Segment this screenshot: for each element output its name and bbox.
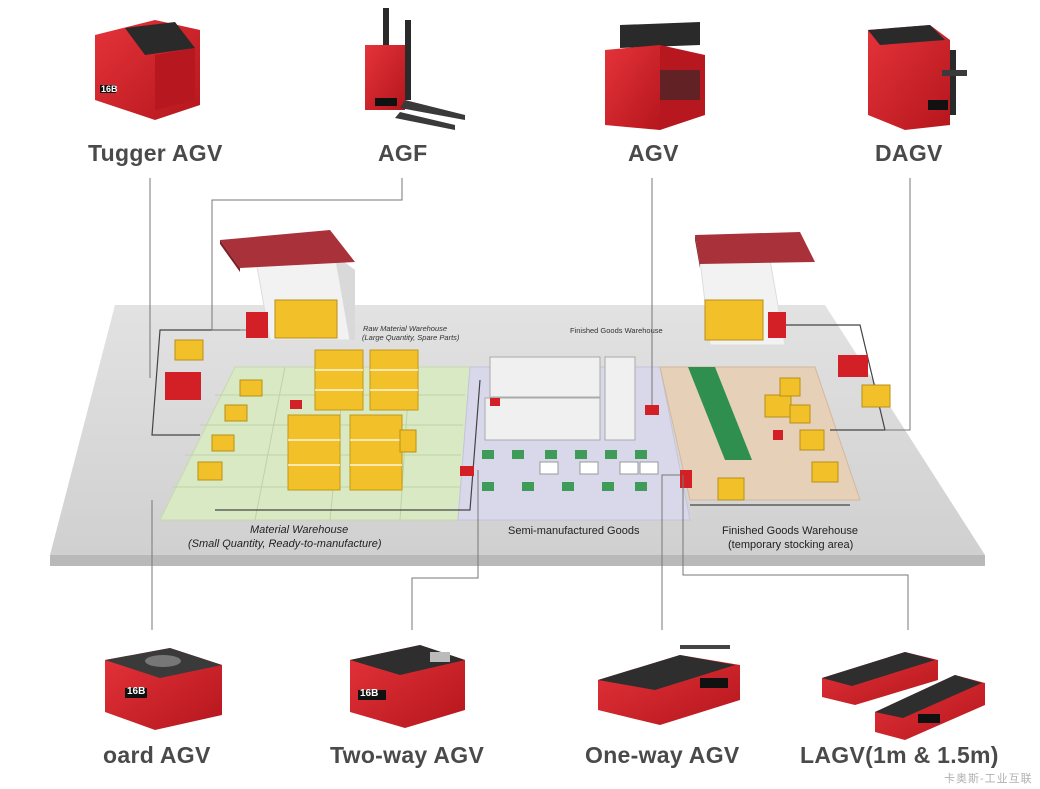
semi-manufactured-label: Semi-manufactured Goods — [508, 525, 640, 537]
callout-lines — [149, 178, 911, 630]
label-one-way-agv: One-way AGV — [585, 742, 740, 768]
finished-goods-subtitle: (temporary stocking area) — [728, 539, 854, 551]
floor-agvs — [165, 312, 868, 488]
loose-crates — [174, 339, 891, 501]
lagv-image — [822, 652, 985, 740]
brand-mark-board: 16B — [127, 686, 146, 697]
label-tugger-agv: Tugger AGV — [88, 140, 223, 166]
agf-image — [365, 8, 465, 130]
finished-goods-shed — [695, 232, 815, 346]
agv-image — [605, 22, 705, 130]
workbenches — [539, 461, 659, 475]
dagv-image — [868, 25, 967, 130]
raw-material-title: Raw Material Warehouse — [363, 324, 448, 333]
conveyor-belt — [688, 367, 752, 460]
label-board-agv: oard AGV — [103, 742, 211, 768]
raw-material-subtitle: (Large Quantity, Spare Parts) — [362, 333, 460, 342]
label-lagv: LAGV(1m & 1.5m) — [800, 742, 999, 768]
raw-material-shed — [220, 230, 355, 341]
label-agf: AGF — [378, 140, 428, 166]
two-way-agv-image — [350, 645, 465, 728]
agv-route-lines — [151, 324, 886, 511]
finished-goods-top-label: Finished Goods Warehouse — [570, 326, 663, 335]
label-dagv: DAGV — [875, 140, 943, 166]
label-two-way-agv: Two-way AGV — [330, 742, 485, 768]
watermark: 卡奥斯-工业互联 — [944, 773, 1033, 785]
finished-goods-title: Finished Goods Warehouse — [722, 525, 858, 537]
production-machines — [484, 356, 636, 441]
brand-mark-tugger: 16B — [101, 84, 118, 94]
one-way-agv-image — [598, 645, 740, 725]
material-warehouse-title: Material Warehouse — [250, 524, 349, 536]
storage-racks — [287, 349, 419, 491]
material-warehouse-subtitle: (Small Quantity, Ready-to-manufacture) — [188, 538, 382, 550]
tugger-agv-image — [95, 20, 200, 120]
label-agv: AGV — [628, 140, 679, 166]
green-stations — [482, 450, 647, 491]
brand-mark-two-way: 16B — [360, 688, 379, 699]
board-agv-image — [105, 648, 222, 730]
